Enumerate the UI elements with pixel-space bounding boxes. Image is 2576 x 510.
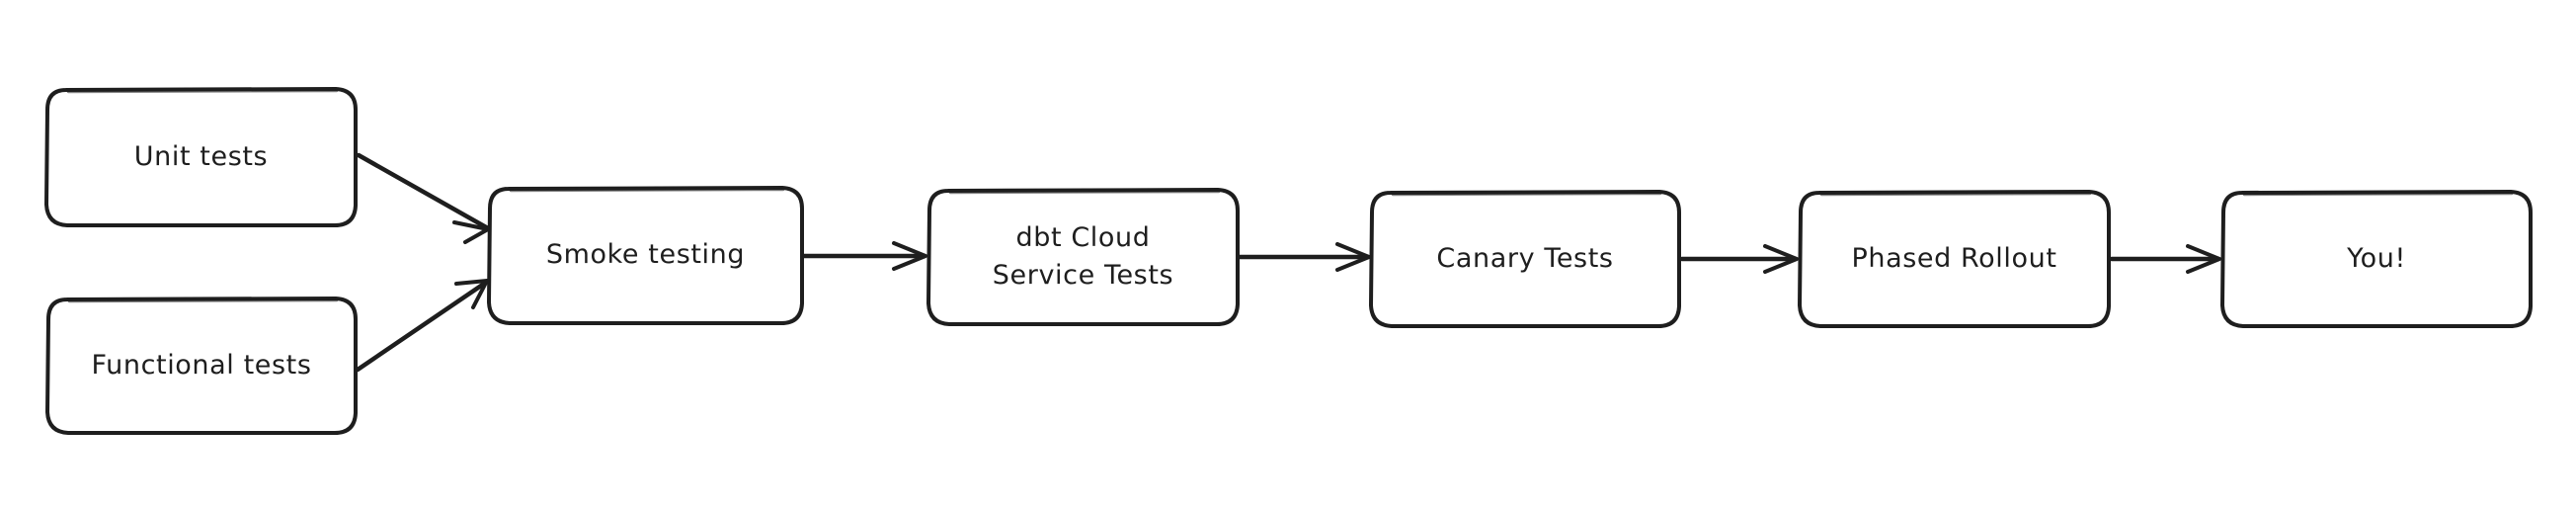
edge-phased-to-you[interactable] — [2109, 244, 2221, 274]
node-shape-you[interactable] — [2220, 190, 2533, 328]
edge-arrows — [355, 152, 2221, 373]
node-shapes — [44, 87, 2533, 435]
edge-smoke-to-dbt[interactable] — [801, 241, 927, 271]
node-shape-unit-tests[interactable] — [44, 87, 358, 227]
node-shape-functional-tests[interactable] — [45, 297, 358, 435]
edge-functional-to-smoke[interactable] — [355, 279, 490, 373]
node-shape-phased-rollout[interactable] — [1798, 190, 2111, 328]
edge-unit-to-smoke[interactable] — [356, 152, 491, 244]
node-shape-dbt-cloud-service-tests[interactable] — [926, 188, 1240, 326]
node-shape-canary-tests[interactable] — [1369, 190, 1681, 328]
edge-dbt-to-canary[interactable] — [1237, 242, 1371, 272]
node-shape-smoke-testing[interactable] — [487, 186, 804, 325]
edge-canary-to-phased[interactable] — [1679, 244, 1799, 274]
